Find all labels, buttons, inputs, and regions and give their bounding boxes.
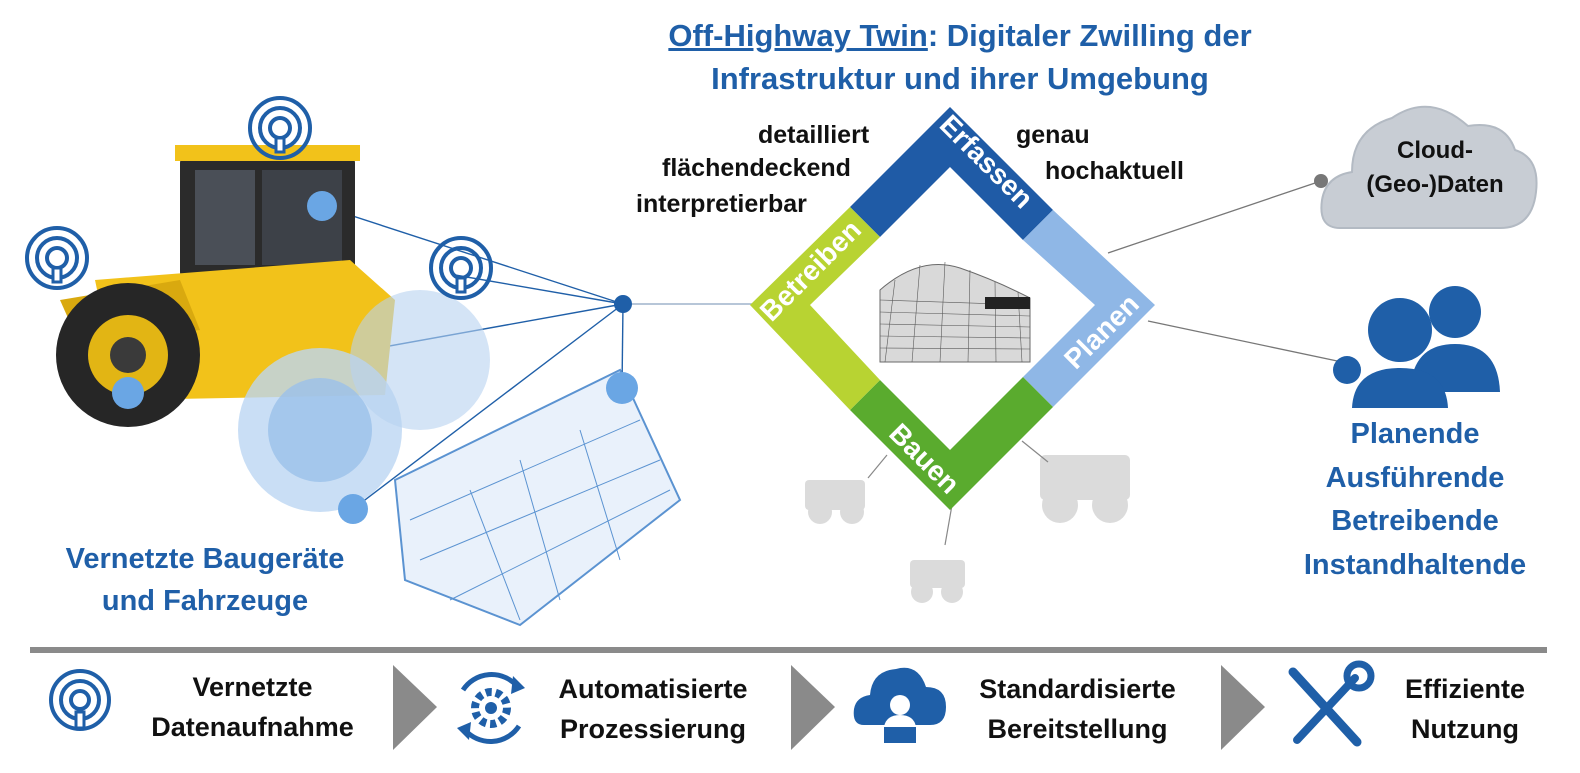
separator-bar <box>30 647 1547 653</box>
segment-erfassen <box>850 107 1053 240</box>
user-role-planende: Planende <box>1350 418 1480 450</box>
process-step-3-line2: Bereitstellung <box>987 714 1168 744</box>
gear-cycle-icon <box>457 672 525 744</box>
tools-icon <box>1288 660 1375 747</box>
attribute-flaechendeckend: flächendeckend <box>662 154 851 182</box>
user-role-ausfuehrende: Ausführende <box>1325 461 1505 494</box>
process-step-1: Vernetzte Datenaufnahme <box>125 667 380 747</box>
faded-machine-lines <box>867 440 1049 546</box>
segment-planen <box>1023 210 1155 407</box>
cloud-label: Cloud- (Geo-)Daten <box>1335 134 1535 202</box>
lifecycle-diamond: Erfassen Planen Bauen Betreiben <box>750 107 1155 510</box>
process-step-1-line2: Datenaufnahme <box>151 712 354 742</box>
cloud-icon <box>1320 105 1538 229</box>
segment-bauen <box>850 377 1053 510</box>
user-role-betreibende: Betreibende <box>1331 505 1499 537</box>
users-icon <box>1333 286 1500 408</box>
process-step-2-line2: Prozessierung <box>559 714 747 744</box>
attribute-hochaktuell: hochaktuell <box>1045 157 1184 185</box>
page-title: Off-Highway Twin: Digitaler Zwilling der… <box>560 14 1360 100</box>
chevron-right-icon <box>393 665 437 750</box>
hub-dot <box>614 295 632 313</box>
cloud-label-line1: Cloud- <box>1397 137 1473 164</box>
terrain-mesh-image <box>878 252 1031 364</box>
antenna-icon <box>25 226 89 290</box>
cloud-user-lines <box>1107 180 1343 363</box>
faded-machines <box>805 455 1130 603</box>
cloud-label-line2: (Geo-)Daten <box>1366 171 1504 198</box>
process-step-3: Standardisierte Bereitstellung <box>955 669 1200 749</box>
attribute-interpretierbar: interpretierbar <box>636 190 807 218</box>
title-rest: : Digitaler Zwilling der <box>927 18 1252 53</box>
title-line2: Infrastruktur und ihrer Umgebung <box>711 61 1209 96</box>
segment-betreiben <box>750 207 880 410</box>
chevron-right-icon <box>791 665 835 750</box>
process-step-2: Automatisierte Prozessierung <box>533 669 773 749</box>
user-role-instandhaltende: Instandhaltende <box>1303 548 1527 581</box>
process-step-4-line1: Effiziente <box>1404 674 1525 704</box>
wheel-loader-illustration <box>56 145 682 627</box>
machines-label-line2: und Fahrzeuge <box>101 585 309 617</box>
antenna-icon <box>429 236 493 300</box>
process-step-4-line2: Nutzung <box>1411 714 1519 744</box>
process-step-4: Effiziente Nutzung <box>1385 669 1545 749</box>
chevron-right-icon <box>1221 665 1265 750</box>
antenna-icon <box>248 96 312 160</box>
attribute-detailliert: detailliert <box>758 121 870 149</box>
cloud-user-icon <box>853 667 946 743</box>
antenna-icon <box>49 669 111 731</box>
title-highlight: Off-Highway Twin <box>668 18 928 53</box>
process-step-2-line1: Automatisierte <box>558 674 748 704</box>
process-chevrons <box>393 665 1265 750</box>
process-step-1-line1: Vernetzte <box>192 672 313 702</box>
cloud-connector-dot <box>1314 174 1328 188</box>
sensor-points <box>112 191 638 524</box>
user-roles-list: Planende Ausführende Betreibende Instand… <box>1280 413 1550 587</box>
attribute-genau: genau <box>1016 121 1090 149</box>
machines-label-line1: Vernetzte Baugeräte <box>65 543 345 575</box>
process-step-3-line1: Standardisierte <box>979 674 1176 704</box>
machines-label: Vernetzte Baugeräte und Fahrzeuge <box>40 538 370 622</box>
